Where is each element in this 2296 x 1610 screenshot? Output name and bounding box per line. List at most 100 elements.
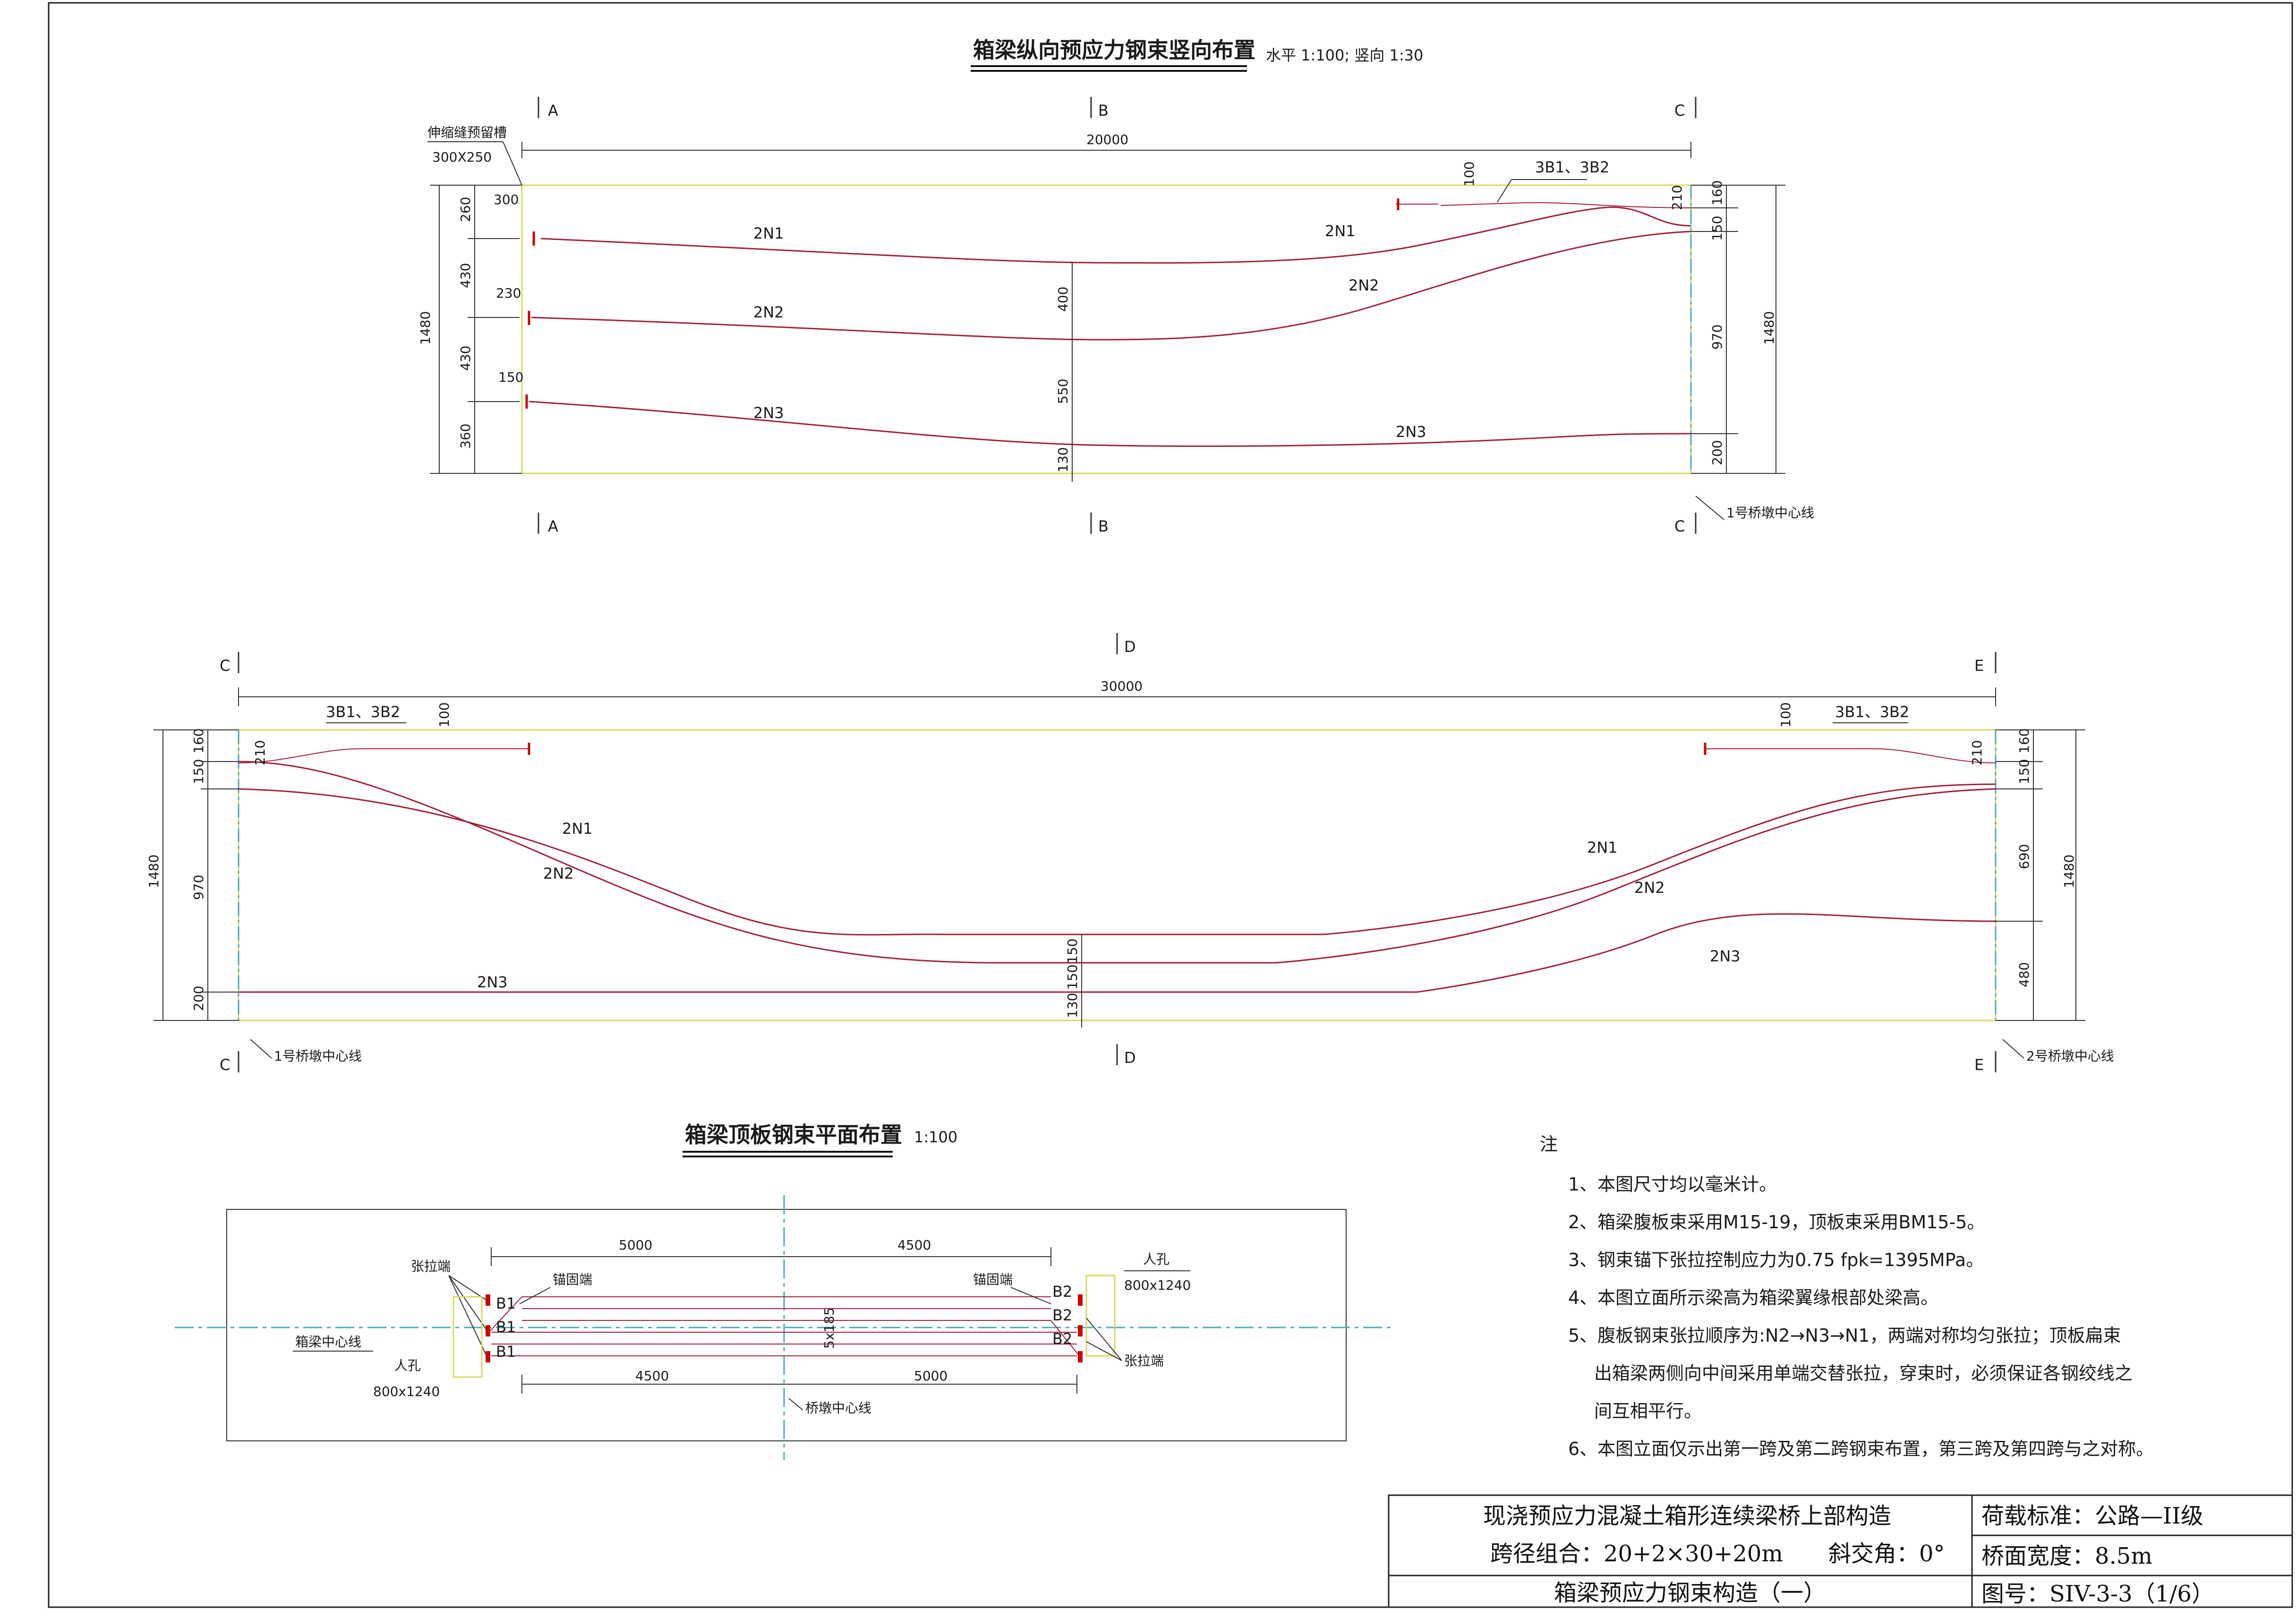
project-line-2: 跨径组合：20+2×30+20m 斜交角：0° xyxy=(1490,1541,1945,1567)
e2-left-dim-0: 160 xyxy=(191,728,206,754)
note-5-cont1: 出箱梁两侧向中间采用单端交替张拉，穿束时，必须保证各钢绞线之 xyxy=(1594,1363,2133,1384)
plan-b1-2: B1 xyxy=(496,1343,516,1361)
plan-b1-1: B1 xyxy=(496,1318,516,1336)
plan-anchor-right: 锚固端 xyxy=(973,1272,1013,1287)
elevation-2: C D E C D E 30000 3B1、3B2 3B1、3B2 2N1 2N… xyxy=(146,633,2114,1074)
plan-jacking-right: 张拉端 xyxy=(1124,1353,1164,1369)
label-2n1-left: 2N1 xyxy=(753,224,784,242)
e2-pier1-label: 1号桥墩中心线 xyxy=(274,1048,362,1064)
section-c-bottom: C xyxy=(1674,517,1685,535)
section-e-top: E xyxy=(1974,657,1984,675)
note-4: 4、本图立面所示梁高为箱梁翼缘根部处梁高。 xyxy=(1568,1287,1938,1308)
e1-mid-dim-1: 550 xyxy=(1055,379,1071,404)
section-b-bottom: B xyxy=(1098,517,1109,535)
notes-heading: 注 xyxy=(1540,1134,1558,1155)
section-d-bottom: D xyxy=(1124,1049,1136,1067)
plan-manhole-left-size: 800x1240 xyxy=(373,1384,440,1399)
section-c2-bottom: C xyxy=(220,1056,230,1074)
e1-end-offset-2: 150 xyxy=(498,369,523,385)
tendon-2n1-a xyxy=(540,206,1691,264)
e2-right-dim-0: 100 xyxy=(1778,702,1793,728)
e2-right-total: 1480 xyxy=(2061,855,2077,888)
e1-total-height: 1480 xyxy=(418,311,433,345)
label-2n3-right: 2N3 xyxy=(1396,423,1426,441)
tendon-2n1-b xyxy=(238,783,1996,936)
note-6: 6、本图立面仅示出第一跨及第二跨钢束布置，第三跨及第四跨与之对称。 xyxy=(1568,1439,2154,1459)
e1-right-dim-0: 100 xyxy=(1461,162,1477,187)
e1-right-total: 1480 xyxy=(1761,311,1777,345)
beam-outline-2 xyxy=(238,729,1997,1021)
label-2n2-b-right: 2N2 xyxy=(1634,879,1665,897)
e2-pier2-label: 2号桥墩中心线 xyxy=(2026,1048,2114,1064)
plan-view: 箱梁顶板钢束平面布置 1:100 5000 4500 4500 5000 5x1… xyxy=(175,1122,1393,1460)
drawing-number: 图号：SIV-3-3（1/6） xyxy=(1981,1581,2214,1607)
plan-top-dim-0: 5000 xyxy=(619,1237,652,1253)
e1-mid-dim-2: 130 xyxy=(1055,447,1071,472)
notes-block: 注 1、本图尺寸均以毫米计。 2、箱梁腹板束采用M15-19，顶板束采用BM15… xyxy=(1540,1134,2154,1459)
e1-end-offset-1: 230 xyxy=(496,285,521,301)
e2-right-dim-3: 150 xyxy=(2016,759,2032,784)
tendon-2n3-b xyxy=(239,913,1996,993)
plan-pier-centerline: 桥墩中心线 xyxy=(805,1400,871,1416)
note-2: 2、箱梁腹板束采用M15-19，顶板束采用BM15-5。 xyxy=(1568,1212,1985,1233)
e1-left-dim-0: 260 xyxy=(458,197,473,222)
plan-jacking-left: 张拉端 xyxy=(411,1259,451,1274)
elevation1-length: 20000 xyxy=(1086,132,1128,147)
tendon-2n2-b xyxy=(238,761,1996,964)
e1-right-dim-3: 150 xyxy=(1709,216,1725,241)
e1-left-dim-1: 430 xyxy=(458,263,473,288)
label-2n1-b-right: 2N1 xyxy=(1587,839,1618,856)
e1-right-dim-2: 160 xyxy=(1709,180,1725,206)
section-e-bottom: E xyxy=(1974,1056,1984,1074)
label-2n1-right: 2N1 xyxy=(1325,222,1356,240)
plan-scale: 1:100 xyxy=(914,1128,957,1146)
tendon-3b-b-right xyxy=(1724,748,1996,763)
e2-left-dim-2: 210 xyxy=(252,740,268,765)
plan-bottom-dim-1: 5000 xyxy=(914,1368,947,1384)
elevation-1: 箱梁纵向预应力钢束竖向布置 水平 1:100; 竖向 1:30 A B C A … xyxy=(418,37,1814,535)
section-b-top: B xyxy=(1098,102,1109,120)
plan-manhole-right-size: 800x1240 xyxy=(1124,1277,1191,1293)
e1-mid-dim-0: 400 xyxy=(1055,287,1071,312)
e2-left-dim-4: 970 xyxy=(191,875,206,900)
plan-manhole-right: 人孔 xyxy=(1143,1251,1169,1267)
plan-b1-0: B1 xyxy=(496,1294,516,1312)
label-2n3-b-right: 2N3 xyxy=(1710,947,1741,965)
label-2n2-b-left: 2N2 xyxy=(543,865,574,882)
tendon-3b-a xyxy=(1440,202,1691,208)
e2-left-dim-1: 150 xyxy=(191,759,206,784)
section-a-bottom: A xyxy=(548,517,558,535)
plan-b2-2: B2 xyxy=(1052,1330,1072,1348)
e2-mid-dim-0: 150 xyxy=(1065,939,1080,964)
plan-bottom-dim-0: 4500 xyxy=(635,1368,669,1384)
e1-right-dim-5: 200 xyxy=(1709,440,1725,465)
e1-left-dim-3: 360 xyxy=(458,424,473,449)
label-2n2-left: 2N2 xyxy=(753,303,784,321)
e2-right-dim-5: 480 xyxy=(2016,962,2032,987)
plan-b2-0: B2 xyxy=(1052,1283,1072,1301)
drawing-name: 箱梁预应力钢束构造（一） xyxy=(1554,1580,1826,1606)
e1-right-dim-1: 210 xyxy=(1669,185,1685,210)
deck-width: 桥面宽度：8.5m xyxy=(1981,1543,2152,1569)
e1-pier-label: 1号桥墩中心线 xyxy=(1726,505,1814,521)
note-5: 5、腹板钢束张拉顺序为:N2→N3→N1，两端对称均匀张拉；顶板扁束 xyxy=(1568,1325,2121,1346)
elevation1-title: 箱梁纵向预应力钢束竖向布置 xyxy=(973,37,1255,63)
plan-b2-1: B2 xyxy=(1052,1306,1072,1324)
tendon-3b-b-left xyxy=(238,748,510,763)
e2-left-total: 1480 xyxy=(146,855,162,888)
elevation1-scale: 水平 1:100; 竖向 1:30 xyxy=(1266,46,1423,64)
plan-anchor-left: 锚固端 xyxy=(553,1272,592,1287)
tendon-2n3-a xyxy=(529,401,1691,447)
project-line-1: 现浇预应力混凝土箱形连续梁桥上部构造 xyxy=(1483,1503,1891,1529)
label-2n2-right: 2N2 xyxy=(1349,276,1379,294)
plan-box-centerline: 箱梁中心线 xyxy=(295,1334,361,1350)
e2-right-dim-4: 690 xyxy=(2016,844,2032,869)
e2-mid-dim-1: 150 xyxy=(1065,965,1080,990)
section-c-top: C xyxy=(1674,102,1685,120)
tendon-2n2-a xyxy=(531,231,1691,341)
e2-mid-dim-2: 130 xyxy=(1065,993,1080,1018)
e2-left-dim-3: 100 xyxy=(436,702,452,728)
label-2n3-b-left: 2N3 xyxy=(477,973,508,991)
title-block: 现浇预应力混凝土箱形连续梁桥上部构造 跨径组合：20+2×30+20m 斜交角：… xyxy=(1388,1494,2293,1608)
